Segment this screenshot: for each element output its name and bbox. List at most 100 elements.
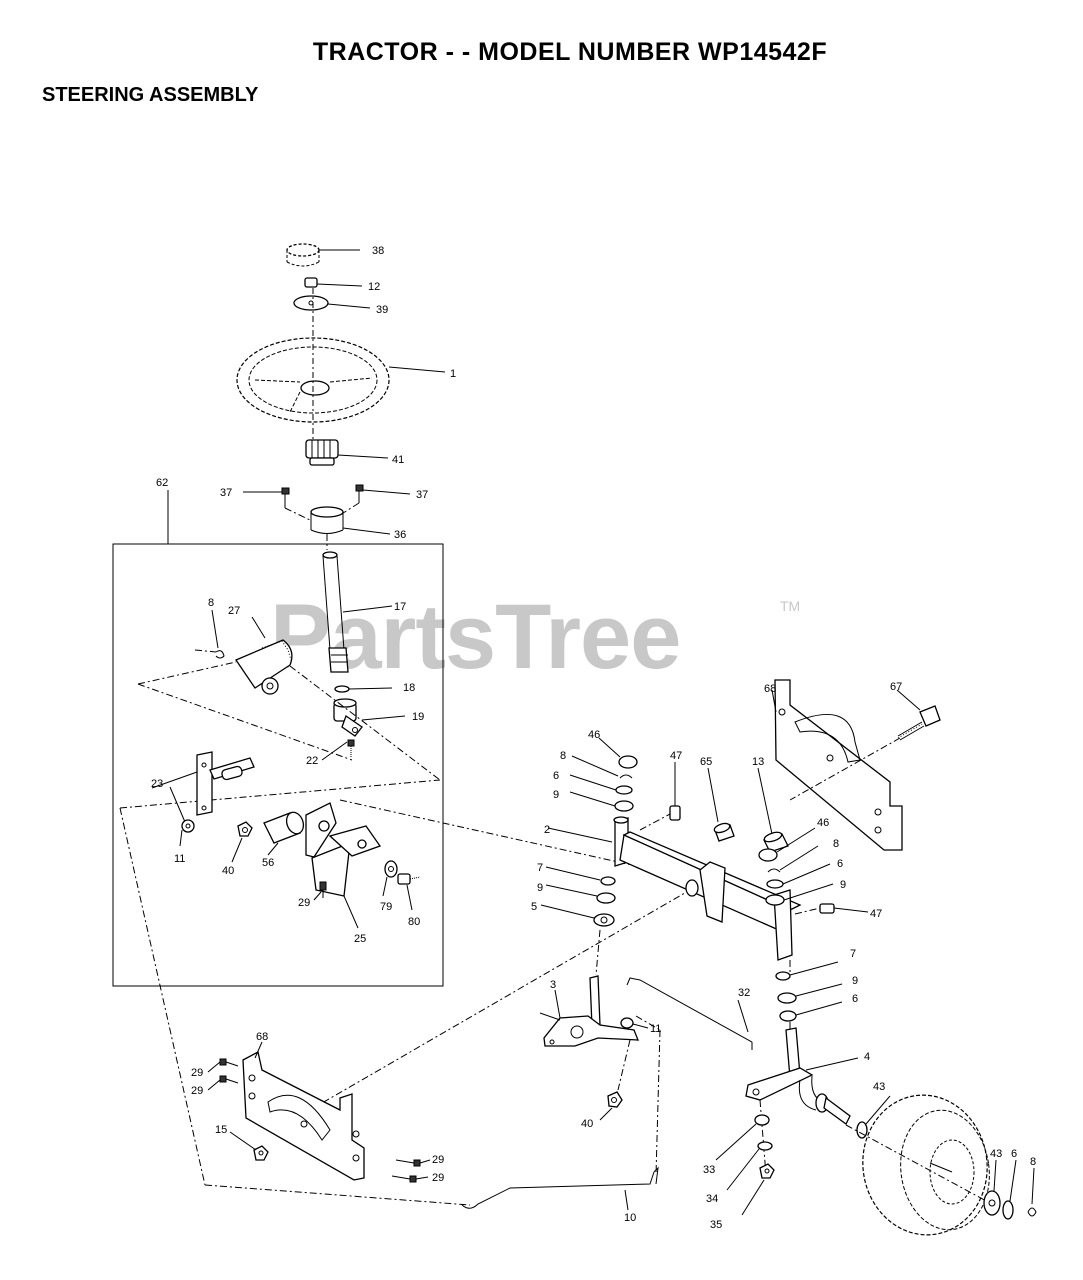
part-65-bushing [713,822,735,842]
part-79-washer [384,860,398,878]
part-37-screw-left [281,487,290,508]
part-23-support-bracket [196,751,255,816]
part-40-nut [237,821,253,837]
part-6-washer-left [615,785,633,795]
part-47-fitting-right [819,903,869,914]
callout-56: 56 [262,857,274,869]
part-8-clip-right [767,868,781,873]
callout-68-right: 68 [764,683,776,695]
part-41-hub [305,439,339,466]
part-7-washer-right [775,971,791,981]
callout-12: 12 [368,281,380,293]
part-3-spindle-left [539,975,639,1047]
callout-2: 2 [544,824,550,836]
part-29-screw-lower-left-2 [219,1075,239,1084]
part-11-washer [181,819,195,833]
callout-79: 79 [380,901,392,913]
part-4-spindle-right [745,1027,851,1125]
part-5-washer [593,913,615,927]
callout-5: 5 [531,901,537,913]
part-80-bolt [397,873,421,885]
part-6-washer-right-lower [779,1010,797,1022]
callout-6-right: 6 [837,858,843,870]
part-8-clip-left [619,774,633,779]
callout-43-outer: 43 [990,1148,1002,1160]
part-25-mounting-bracket [305,802,382,897]
front-tire [862,1094,990,1236]
part-13-bushing [763,831,789,853]
callout-9-right: 9 [840,879,846,891]
callout-8-outer: 8 [1030,1156,1036,1168]
part-15-nut [253,1145,269,1161]
part-2-front-axle [613,816,802,961]
part-37-screw-right [355,484,364,503]
callout-4: 4 [864,1051,870,1063]
part-68-plate-right [774,679,903,851]
part-47-fitting-left [669,798,681,821]
callout-29-lower-left-2: 29 [191,1085,203,1097]
callout-7-left: 7 [537,862,543,874]
callout-6-outer: 6 [1011,1148,1017,1160]
part-8-clip-outer [1027,1207,1037,1217]
callout-9-right-lower: 9 [852,975,858,987]
callout-15: 15 [215,1124,227,1136]
callout-47-left: 47 [670,750,682,762]
callout-6-left: 6 [553,770,559,782]
callout-40-lower: 40 [581,1118,593,1130]
part-33-washer [754,1114,770,1126]
part-10-steering-rod [461,1166,659,1209]
callout-35: 35 [710,1219,722,1231]
callout-22: 22 [306,755,318,767]
callout-29-lower-right-2: 29 [432,1172,444,1184]
callout-46-right: 46 [817,817,829,829]
callout-29-lower-right-1: 29 [432,1154,444,1166]
callout-65: 65 [700,756,712,768]
part-68-plate-lower [242,1051,365,1181]
callout-11-box: 11 [174,853,185,865]
callout-39: 39 [376,304,388,316]
part-46-cap-left [618,755,638,769]
callout-27: 27 [228,605,240,617]
part-27-sector-gear [235,639,293,695]
section-title: STEERING ASSEMBLY [42,84,259,106]
callout-34: 34 [706,1193,718,1205]
callout-32: 32 [738,987,750,999]
part-29-screw-lower-left-1 [219,1058,239,1067]
part-40-nut-lower [607,1091,623,1108]
part-17-steering-shaft [322,551,349,673]
callout-40-box: 40 [222,865,234,877]
part-46-cap-right [758,848,778,862]
part-29-screw-lower-right-2 [391,1175,417,1183]
callout-1: 1 [450,368,456,380]
part-9-washer-left-lower [596,892,616,904]
part-9-washer-left [614,800,634,812]
part-6-washer-outer [1002,1200,1014,1220]
part-1-steering-wheel [236,337,390,423]
callout-8-right: 8 [833,838,839,850]
callout-8-left: 8 [560,750,566,762]
part-12-nut [304,277,318,288]
part-36-adapter [310,506,344,534]
callout-6-right-lower: 6 [852,993,858,1005]
callout-33: 33 [703,1164,715,1176]
callout-10: 10 [624,1212,636,1224]
part-29-screw [319,881,327,898]
callout-38: 38 [372,245,384,257]
part-9-washer-right [765,894,785,906]
part-43-washer-outer [983,1190,1001,1216]
callout-41: 41 [392,454,404,466]
part-62-steering-shaft-box [112,490,444,987]
part-34-washer [757,1141,773,1151]
part-35-nut [759,1163,775,1179]
trademark-mark: TM [780,598,801,614]
part-32-drag-link [626,977,753,1050]
callout-46-left: 46 [588,729,600,741]
part-7-washer-left [600,876,616,886]
callout-8-box: 8 [208,597,214,609]
callout-9-left: 9 [553,789,559,801]
steering-wheel-group [236,243,446,550]
part-8-clip [215,650,225,659]
callout-13: 13 [752,756,764,768]
callout-7-right: 7 [850,948,856,960]
part-43-washer-inner [856,1121,868,1139]
